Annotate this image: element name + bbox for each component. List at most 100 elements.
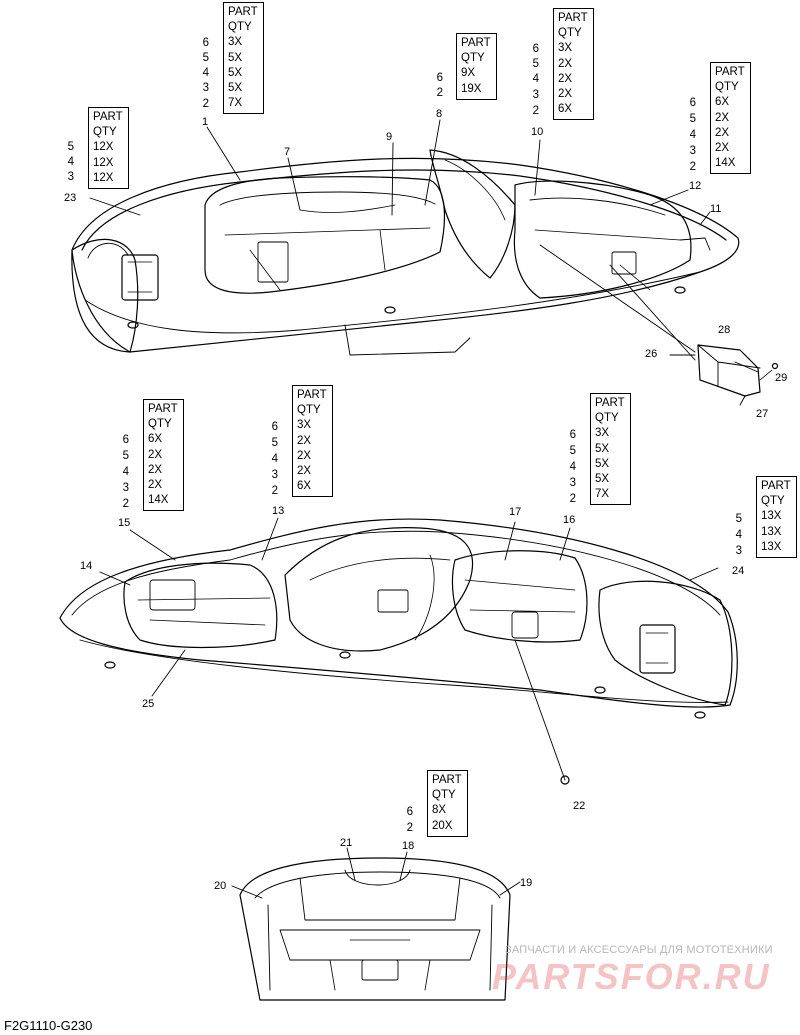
part-number: 6	[569, 429, 576, 441]
callout-23: 23	[64, 192, 77, 204]
table-header-part: PART	[297, 389, 327, 401]
callout-25: 25	[142, 698, 155, 710]
table-header-part: PART	[228, 6, 258, 18]
part-number: 4	[122, 466, 129, 478]
qty-value: 5X	[595, 457, 610, 470]
table-header-part: PART	[432, 774, 462, 786]
qty-value: 13X	[761, 540, 782, 553]
qty-value: 3X	[228, 36, 243, 49]
part-number: 3	[271, 469, 278, 481]
qty-value: 2X	[148, 448, 163, 461]
callout-10: 10	[531, 126, 544, 138]
part-number: 2	[569, 493, 576, 505]
callout-19: 19	[520, 877, 533, 889]
qty-value: 12X	[93, 156, 114, 169]
qty-value: 12X	[93, 171, 114, 184]
part-number: 4	[689, 129, 696, 141]
table-header-part: PART	[761, 480, 791, 492]
qty-value: 2X	[715, 126, 730, 139]
part-number: 5	[67, 141, 74, 153]
qty-value: 5X	[228, 66, 243, 79]
part-number: 2	[406, 822, 413, 834]
callout-27: 27	[756, 408, 769, 420]
qty-value: 6X	[558, 103, 573, 116]
qty-value: 2X	[558, 57, 573, 70]
part-qty-table: PART QTY 13X 13X 13X	[756, 476, 797, 559]
part-number: 4	[532, 73, 539, 85]
callout-11: 11	[710, 203, 722, 215]
part-number: 3	[532, 89, 539, 101]
part-number: 6	[406, 806, 413, 818]
part-number: 5	[202, 52, 209, 64]
qty-value: 7X	[595, 488, 610, 501]
qty-value: 2X	[297, 434, 312, 447]
callout-18: 18	[402, 840, 415, 852]
table-header-part: PART	[461, 37, 491, 49]
part-qty-table: PART QTY 3X 5X 5X 5X 7X	[590, 393, 631, 506]
part-number: 3	[202, 82, 209, 94]
diagram-code: F2G1110-G230	[4, 1018, 93, 1033]
callout-24: 24	[732, 565, 745, 577]
callout-15: 15	[118, 517, 131, 529]
qty-value: 19X	[461, 82, 482, 95]
part-number: 2	[202, 98, 209, 110]
qty-value: 2X	[715, 142, 730, 155]
qty-value: 2X	[297, 449, 312, 462]
table-header-qty: QTY	[761, 495, 785, 508]
callout-14: 14	[80, 560, 93, 572]
table-header-part: PART	[558, 12, 588, 24]
table-header-qty: QTY	[228, 21, 252, 34]
qty-value: 6X	[148, 433, 163, 446]
callout-13: 13	[272, 505, 285, 517]
qty-value: 2X	[297, 465, 312, 478]
qty-value: 9X	[461, 67, 476, 80]
qty-value: 14X	[715, 157, 736, 170]
part-number: 2	[122, 498, 129, 510]
callout-16: 16	[563, 514, 576, 526]
callout-7: 7	[284, 146, 291, 158]
qty-value: 14X	[148, 494, 169, 507]
part-number: 4	[67, 156, 74, 168]
callout-20: 20	[214, 880, 227, 892]
callout-12: 12	[689, 180, 702, 192]
part-number: 2	[271, 485, 278, 497]
part-number: 6	[271, 421, 278, 433]
bottom-console-drawing	[239, 857, 511, 1001]
top-deck-drawing	[71, 149, 740, 356]
table-header-qty: QTY	[297, 404, 321, 417]
part-number: 4	[569, 461, 576, 473]
qty-value: 13X	[761, 525, 782, 538]
callout-9: 9	[386, 131, 393, 143]
part-qty-table: PART QTY 6X 2X 2X 2X 14X	[143, 399, 184, 512]
qty-value: 2X	[558, 88, 573, 101]
part-number: 4	[735, 529, 742, 541]
part-number: 2	[689, 161, 696, 173]
qty-value: 8X	[432, 804, 447, 817]
qty-value: 5X	[595, 473, 610, 486]
table-header-part: PART	[595, 397, 625, 409]
part-number: 3	[689, 145, 696, 157]
qty-value: 7X	[228, 97, 243, 110]
part-number: 6	[532, 43, 539, 55]
part-number: 2	[532, 105, 539, 117]
table-header-qty: QTY	[148, 418, 172, 431]
part-number: 4	[271, 453, 278, 465]
part-number: 5	[271, 437, 278, 449]
part-number: 3	[67, 171, 74, 183]
watermark-brand: PARTSFOR.RU	[492, 956, 771, 997]
part-qty-table: PART QTY 3X 2X 2X 2X 6X	[553, 8, 594, 121]
table-header-qty: QTY	[432, 789, 456, 802]
part-number: 5	[122, 450, 129, 462]
watermark-tagline: ЗАПЧАСТИ И АКСЕССУАРЫ ДЛЯ МОТОТЕХНИКИ	[505, 944, 773, 956]
table-header-qty: QTY	[595, 412, 619, 425]
table-header-part: PART	[715, 66, 745, 78]
callout-28: 28	[718, 324, 731, 336]
callout-21: 21	[340, 837, 353, 849]
part-qty-table: PART QTY 6X 2X 2X 2X 14X	[710, 62, 751, 175]
part-qty-table: PART QTY 9X 19X	[456, 33, 497, 100]
table-header-part: PART	[93, 111, 123, 123]
table-header-part: PART	[148, 403, 178, 415]
part-number: 5	[569, 445, 576, 457]
part-number: 3	[735, 545, 742, 557]
